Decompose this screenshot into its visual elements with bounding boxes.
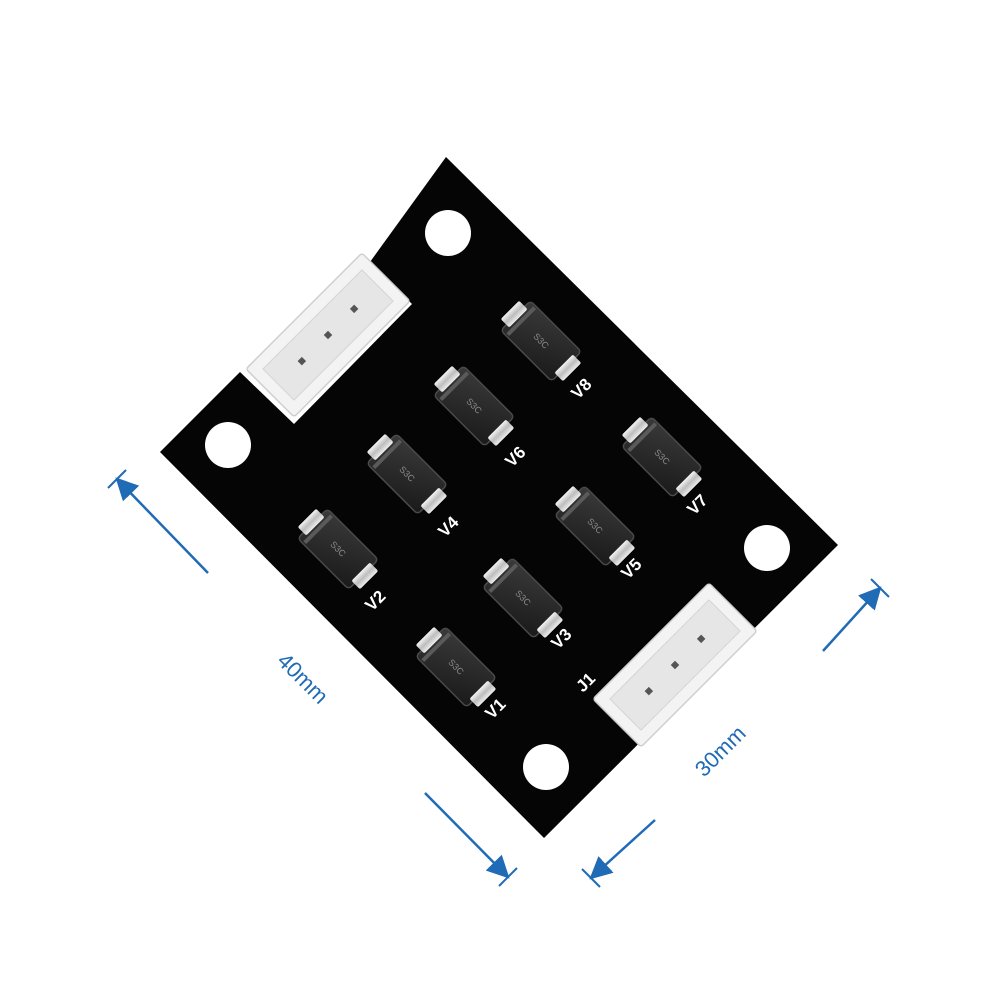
diode-v8: S3C	[501, 301, 581, 381]
mounting-hole-top	[425, 210, 471, 256]
mounting-hole-right	[744, 525, 790, 571]
connector-top	[246, 253, 410, 417]
diode-v1: S3C	[416, 627, 496, 707]
diode-v6: S3C	[434, 366, 514, 446]
connector-j1	[593, 583, 757, 747]
mounting-hole-left	[205, 422, 251, 468]
diode-v2: S3C	[298, 509, 378, 589]
mounting-hole-bottom	[523, 744, 569, 790]
dimension-width-label: 30mm	[690, 721, 751, 782]
diode-v7: S3C	[622, 417, 702, 497]
diode-v4: S3C	[367, 434, 447, 514]
diode-v5: S3C	[555, 486, 635, 566]
diode-v3: S3C	[483, 558, 563, 638]
dimension-length-label: 40mm	[272, 648, 333, 709]
